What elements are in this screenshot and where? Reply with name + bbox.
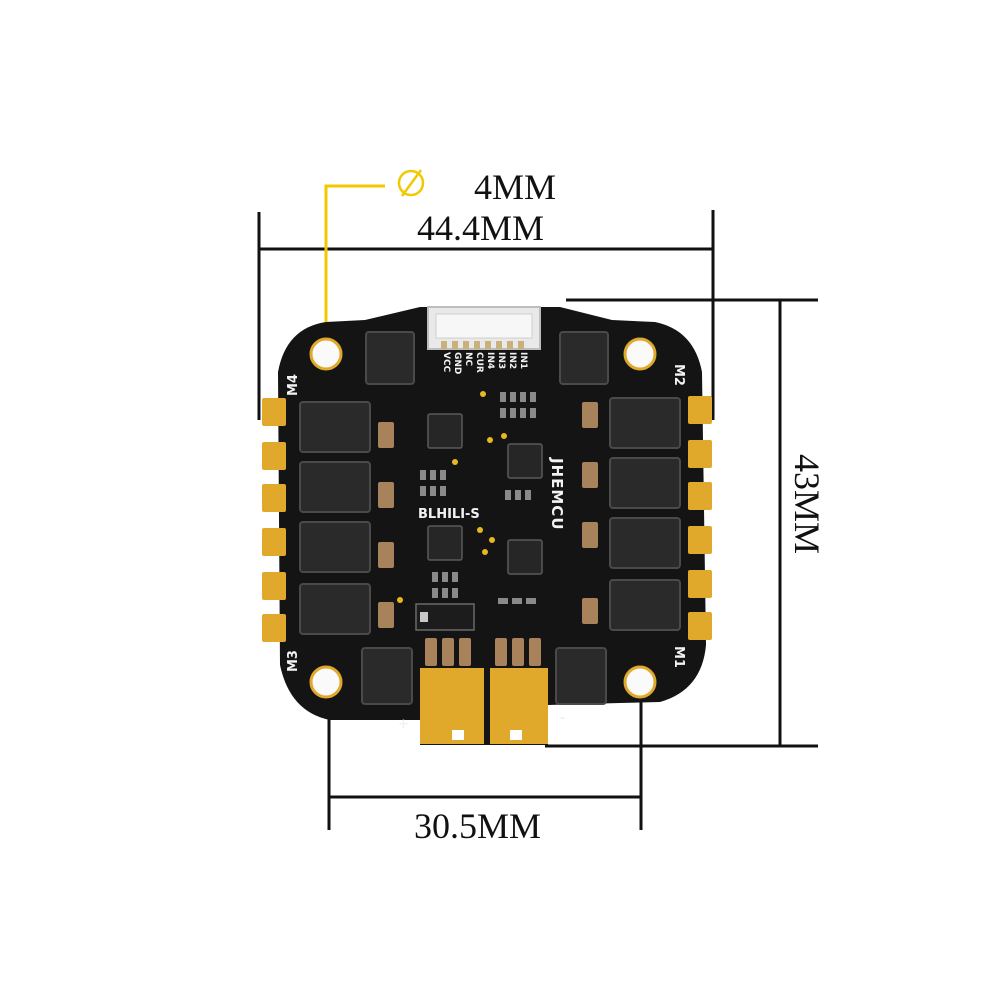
hole-m4 [309,337,343,371]
power-plus-label: + [398,717,409,732]
pin-label: CUR [474,352,484,373]
test-points [397,391,507,603]
ic-chips [427,413,543,575]
firmware-label: BLHILI-S [418,507,480,522]
pin-label: IN4 [485,352,495,369]
connector-pin-labels: VCC GND NC CUR IN4 IN3 IN2 IN1 [441,352,528,374]
pin-label: IN1 [518,352,528,369]
pin-label: IN2 [507,352,517,369]
hole-diameter-label: 4MM [474,167,556,207]
motor-pads-left [262,398,286,642]
passives [420,392,536,604]
pcb-body [278,307,706,745]
motor-label-m4: M4 [286,374,301,396]
hole-m1 [623,665,657,699]
mosfets [299,331,681,705]
brand-label: JHEMCU [548,457,566,531]
pin-label: IN3 [496,352,506,369]
mounting-holes [309,337,657,699]
motor-label-m1: M1 [671,646,686,668]
hole-m2 [623,337,657,371]
motor-pads-right [688,396,712,640]
pin-label: VCC [441,352,451,373]
dimension-lines [257,210,818,830]
pin-label: NC [463,352,473,367]
power-pads [420,668,548,744]
esc-board: M4 M2 M3 M1 VCC GND NC CUR IN4 IN3 IN2 I… [262,306,712,745]
motor-label-m2: M2 [671,364,686,386]
capacitors [378,402,598,666]
diameter-symbol-icon [397,169,425,197]
motor-label-m3: M3 [286,650,301,672]
hole-m3 [309,665,343,699]
spacing-label: 30.5MM [414,806,541,846]
voltage-regulator [415,603,475,631]
leader-line [324,184,385,338]
width-label: 44.4MM [417,208,544,248]
power-minus-label: - [560,711,565,726]
signal-connector [427,306,541,350]
height-label: 43MM [787,454,827,554]
hole-leader [324,169,425,338]
pin-label: GND [452,352,462,374]
